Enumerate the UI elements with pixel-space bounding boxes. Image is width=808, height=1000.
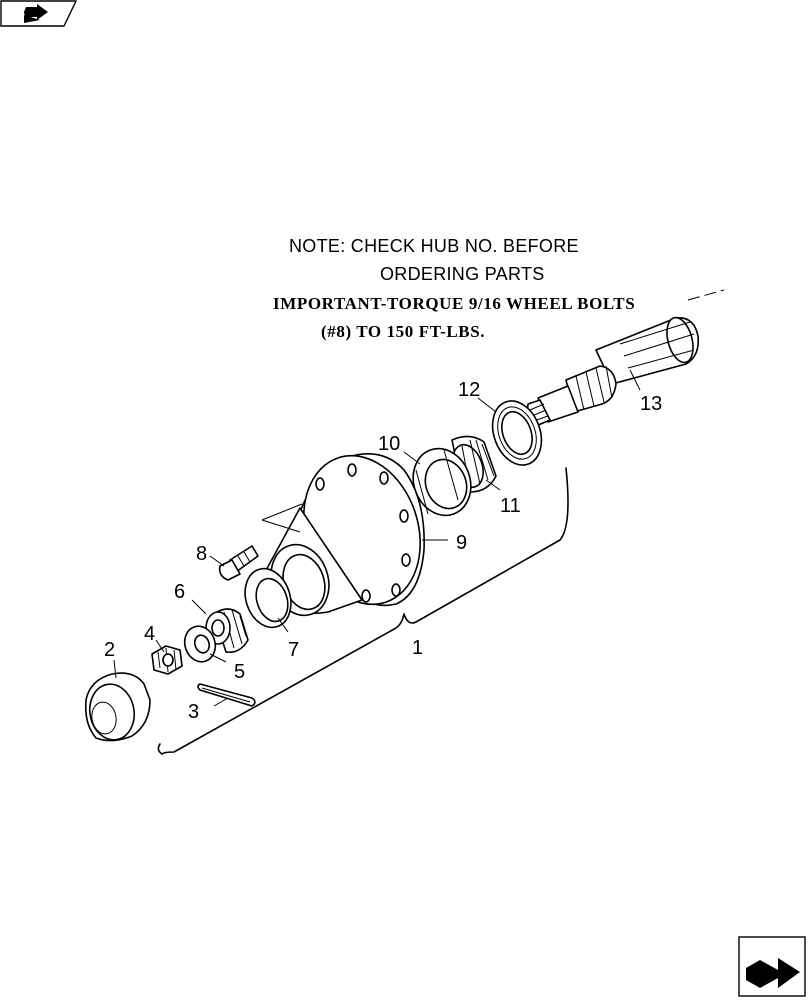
important-line-1: IMPORTANT-TORQUE 9/16 WHEEL BOLTS — [273, 294, 636, 313]
leader-lines — [113, 369, 641, 707]
callout-labels: 1 2 3 4 5 6 7 8 9 10 11 12 13 — [104, 379, 662, 723]
part-spindle — [526, 316, 700, 427]
callout-11: 11 — [500, 495, 521, 517]
assembly-bracket — [157, 467, 569, 755]
note-line-1: NOTE: CHECK HUB NO. BEFORE — [289, 236, 579, 256]
previous-page-icon — [24, 4, 48, 23]
part-inner-bearing-cup — [412, 447, 472, 517]
part-wheel-bolt — [218, 545, 259, 581]
callout-6: 6 — [174, 581, 185, 603]
note-line-2: ORDERING PARTS — [380, 264, 545, 284]
callout-9: 9 — [456, 532, 467, 554]
part-castle-nut — [151, 645, 183, 675]
part-outer-bearing-cone — [205, 608, 249, 654]
part-outer-bearing-cup — [244, 567, 292, 629]
part-hub — [261, 453, 425, 617]
callout-13: 13 — [640, 393, 662, 415]
callout-7: 7 — [288, 639, 299, 661]
callout-4: 4 — [144, 623, 155, 645]
callout-5: 5 — [234, 661, 245, 683]
next-page-button[interactable] — [738, 936, 808, 998]
axis-centerline — [687, 289, 725, 301]
callout-12: 12 — [458, 379, 480, 401]
callout-10: 10 — [378, 433, 400, 455]
next-page-icon — [746, 958, 800, 988]
hub-bolt-holes — [315, 463, 411, 603]
callout-1: 1 — [412, 637, 423, 659]
part-washer — [183, 625, 217, 663]
callout-2: 2 — [104, 639, 115, 661]
part-dust-cap — [84, 672, 151, 742]
callout-8: 8 — [196, 543, 207, 565]
important-line-2: (#8) TO 150 FT-LBS. — [321, 322, 486, 341]
part-cotter-pin — [197, 683, 256, 707]
previous-page-button[interactable] — [0, 0, 80, 30]
part-seal — [491, 400, 543, 466]
callout-3: 3 — [188, 701, 199, 723]
